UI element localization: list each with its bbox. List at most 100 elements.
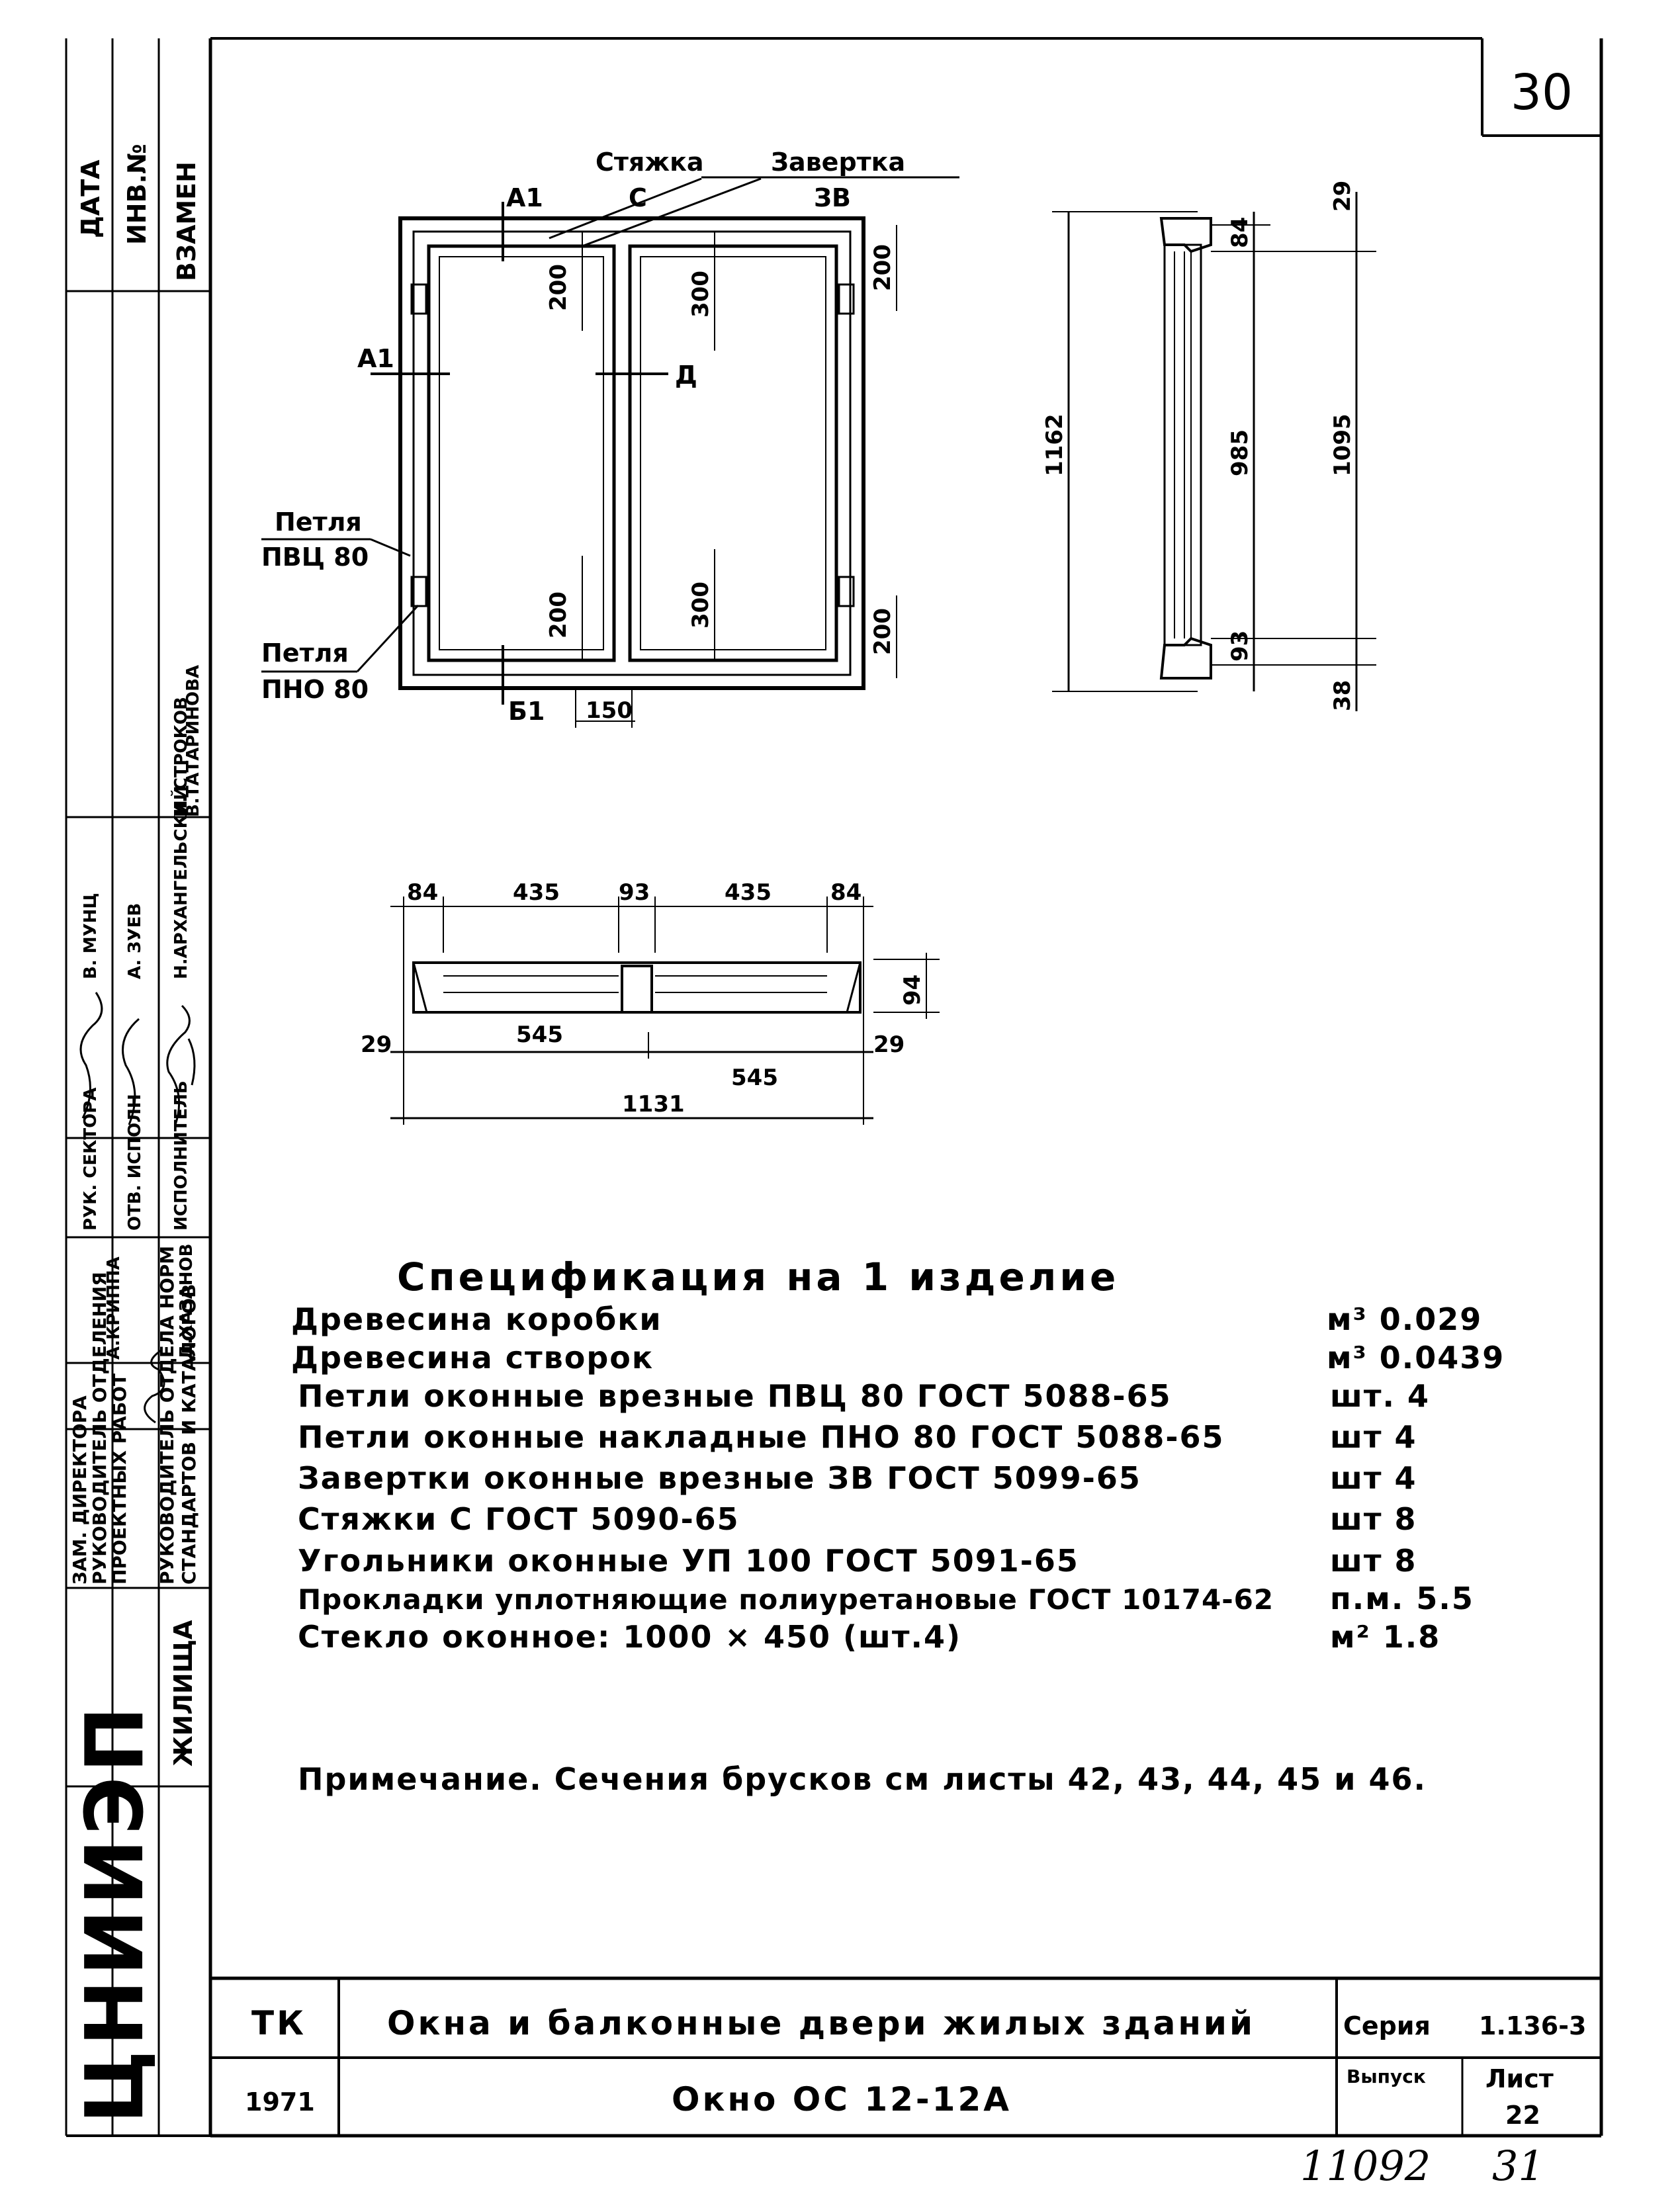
plan-dim-top-3: 93	[619, 879, 650, 906]
side-dim-84: 84	[1227, 217, 1253, 248]
spec-qty-4: шт 4	[1330, 1419, 1417, 1455]
archive-number: 11092	[1300, 2142, 1431, 2188]
spec-qty-7: шт 8	[1330, 1543, 1417, 1579]
label-petlya-2-code: ПНО 80	[261, 675, 369, 704]
spec-item-6: Стяжки С ГОСТ 5090-65	[298, 1501, 740, 1537]
plan-dim-bottom-1: 29	[361, 1031, 392, 1058]
stamp-names: РУК. СЕКТОРА ОТВ. ИСПОЛН ИСПОЛНИТЕЛЬ В. …	[69, 665, 203, 2124]
side-dim-985: 985	[1227, 429, 1253, 476]
stamp-head-2: РУКОВОДИТЕЛЬ ОТДЕЛЕНИЯ	[89, 1272, 111, 1585]
plan-dim-top-5: 84	[830, 879, 862, 906]
stamp-head-3: ПРОЕКТНЫХ РАБОТ	[109, 1374, 130, 1585]
side-dim-93: 93	[1227, 631, 1253, 662]
plan-dim-top-4: 435	[725, 879, 772, 906]
label-b1: Б1	[508, 697, 545, 726]
elevation-dim-7: 150	[586, 697, 633, 724]
archive-page: 31	[1492, 2142, 1544, 2188]
side-section	[1052, 192, 1376, 711]
label-zavertka-code: ЗВ	[814, 183, 851, 212]
label-styazhka-code: С	[629, 183, 647, 212]
stamp-name-3: Н.АРХАНГЕЛЬСКИЙ	[170, 786, 191, 979]
label-petlya-1: Петля	[275, 507, 362, 537]
title-main: Окна и балконные двери жилых зданий	[387, 2004, 1255, 2042]
plan-dim-top-2: 435	[513, 879, 560, 906]
spec-qty-5: шт 4	[1330, 1460, 1417, 1496]
signatures	[79, 992, 196, 1424]
elevation-dim-4: 300	[687, 582, 714, 629]
title-year: 1971	[245, 2087, 315, 2117]
elevation-dim-3: 200	[545, 591, 572, 638]
label-a1-left: А1	[357, 344, 394, 373]
sheet-frame	[66, 37, 1603, 2138]
stamp-approver-1: А.КРИППА	[104, 1256, 124, 1360]
stamp-role-1: РУК. СЕКТОРА	[81, 1088, 101, 1231]
label-styazhka: Стяжка	[596, 148, 704, 177]
side-dim-1162: 1162	[1041, 414, 1068, 476]
spec-title: Спецификация на 1 изделие	[397, 1254, 1119, 1299]
spec-item-9: Стекло оконное: 1000 × 450 (шт.4)	[298, 1619, 961, 1655]
title-block	[210, 1976, 1601, 2136]
plan-dim-overall: 1131	[622, 1091, 685, 1117]
margin-stamp	[65, 38, 210, 2136]
title-tk: ТК	[251, 2004, 306, 2042]
stamp-head-5: СТАНДАРТОВ И КАТАЛОГОВ	[178, 1284, 200, 1585]
stamp-top-labels: ДАТА ИНВ.№ ВЗАМЕН	[76, 144, 201, 281]
spec-item-8: Прокладки уплотняющие полиуретановые ГОС…	[298, 1583, 1274, 1616]
spec-item-3: Петли оконные врезные ПВЦ 80 ГОСТ 5088-6…	[298, 1378, 1172, 1414]
stamp-approver-2: Д.ХАЗАНОВ	[177, 1244, 197, 1360]
spec-qty-6: шт 8	[1330, 1501, 1417, 1537]
stamp-org-sub: ЖИЛИЩА	[169, 1620, 198, 1767]
spec-item-4: Петли оконные накладные ПНО 80 ГОСТ 5088…	[298, 1419, 1224, 1455]
spec-qty-1: м³ 0.029	[1327, 1301, 1482, 1337]
sheet-label: Лист	[1485, 2064, 1554, 2093]
plan-dim-height: 94	[899, 975, 926, 1006]
elevation-labels: Стяжка С Завертка ЗВ А1 А1 Д Б1 Петля ПВ…	[261, 148, 905, 726]
label-a1-top: А1	[506, 183, 543, 212]
stamp-name-4: И. СТРОКОВ	[171, 697, 191, 817]
title-block-text: ТК 1971 Окна и балконные двери жилых зда…	[245, 2004, 1586, 2130]
stamp-name-2: А. ЗУЕВ	[125, 903, 145, 979]
spec-item-1: Древесина коробки	[291, 1301, 662, 1337]
elevation-dim-1: 200	[545, 264, 572, 311]
stamp-role-3: ИСПОЛНИТЕЛЬ	[171, 1080, 191, 1231]
label-petlya-2: Петля	[261, 638, 349, 668]
label-petlya-1-code: ПВЦ 80	[261, 543, 369, 572]
window-elevation	[261, 176, 959, 728]
stamp-head-4: РУКОВОДИТЕЛЬ ОТДЕЛА НОРМ	[156, 1246, 178, 1585]
spec-note: Примечание. Сечения брусков см листы 42,…	[298, 1761, 1427, 1797]
plan-dim-bottom-2: 545	[516, 1022, 563, 1048]
stamp-data-label: ДАТА	[76, 159, 105, 238]
specification: Спецификация на 1 изделие Древесина коро…	[291, 1254, 1505, 1797]
stamp-vzamen-label: ВЗАМЕН	[172, 161, 201, 281]
spec-qty-8: п.м. 5.5	[1330, 1581, 1474, 1616]
stamp-name-1: В. МУНЦ	[81, 893, 101, 979]
stamp-inv-label: ИНВ.№	[122, 144, 152, 245]
stamp-head-1: ЗАМ. ДИРЕКТОРА	[69, 1395, 91, 1585]
sheet-value: 22	[1505, 2101, 1540, 2130]
plan-dim-top-1: 84	[407, 879, 438, 906]
elevation-dim-6: 200	[869, 608, 896, 655]
plan-section-dims: 84 435 93 435 84 94 29 545 545 29 1131	[361, 879, 926, 1117]
stamp-name-5: В.ТАТАРИНОВА	[183, 665, 203, 817]
side-dim-38: 38	[1329, 680, 1356, 711]
sheet-number: 30	[1511, 64, 1573, 121]
series-value: 1.136-3	[1479, 2011, 1586, 2040]
plan-dim-bottom-3: 545	[731, 1065, 778, 1091]
elevation-dim-5: 200	[869, 244, 896, 291]
side-section-dims: 29 84 1162 985 1095 93 38	[1041, 181, 1356, 711]
stamp-org-logo: ЦНИИЭП	[69, 1702, 161, 2124]
plan-dim-bottom-4: 29	[873, 1031, 905, 1058]
spec-qty-3: шт. 4	[1330, 1378, 1430, 1414]
series-label: Серия	[1343, 2011, 1431, 2040]
spec-item-7: Угольники оконные УП 100 ГОСТ 5091-65	[298, 1543, 1079, 1579]
plan-section	[390, 897, 940, 1125]
spec-qty-9: м² 1.8	[1330, 1619, 1440, 1655]
label-zavertka: Завертка	[771, 148, 905, 177]
side-dim-29: 29	[1329, 181, 1356, 212]
label-d: Д	[675, 361, 697, 390]
side-dim-1095: 1095	[1329, 414, 1356, 476]
spec-item-2: Древесина створок	[291, 1340, 654, 1376]
spec-qty-2: м³ 0.0439	[1327, 1340, 1505, 1376]
stamp-role-2: ОТВ. ИСПОЛН	[125, 1094, 145, 1231]
